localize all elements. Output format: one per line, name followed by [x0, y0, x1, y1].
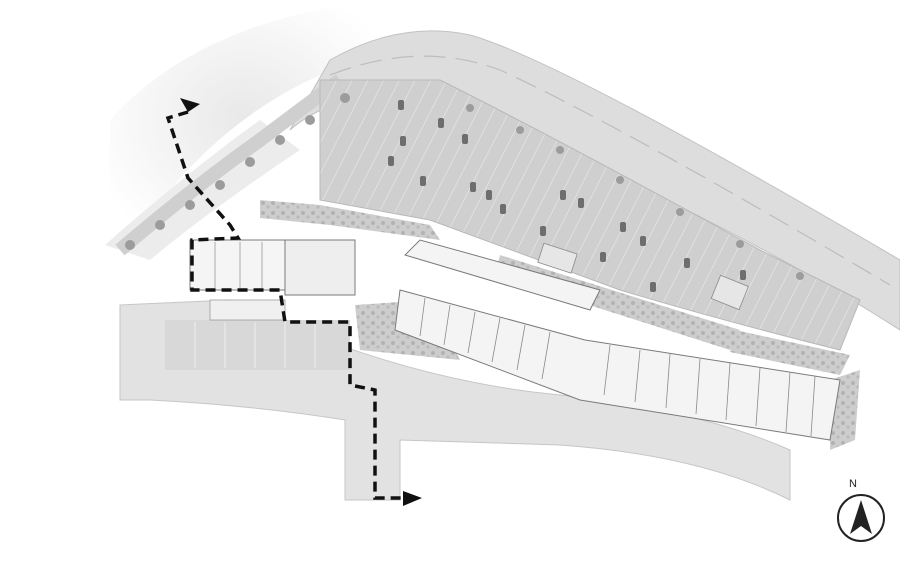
planted-strip-east [730, 330, 850, 375]
central-building [284, 239, 356, 296]
pedestrian-route [165, 110, 405, 500]
unit-row-south [394, 289, 841, 441]
tree-row [125, 93, 804, 280]
route-arrow-south [403, 491, 422, 506]
west-access-road [115, 74, 345, 256]
kiosk [710, 274, 749, 311]
planted-strip-north [260, 200, 440, 240]
south-annex [209, 299, 286, 321]
route-arrow-north [180, 98, 200, 112]
west-building-bays [214, 242, 263, 288]
pavilion [537, 242, 578, 274]
road-lane-marking [329, 55, 891, 286]
unit-dividers [419, 297, 816, 437]
unit-row-north [404, 239, 601, 311]
parked-cars [388, 100, 746, 292]
north-label: N [849, 478, 857, 490]
north-arrow-icon [837, 494, 885, 542]
hillside-terrain [110, 0, 380, 240]
south-parking-stalls [194, 322, 316, 368]
south-parking-lot [165, 320, 350, 370]
west-building [189, 239, 286, 291]
